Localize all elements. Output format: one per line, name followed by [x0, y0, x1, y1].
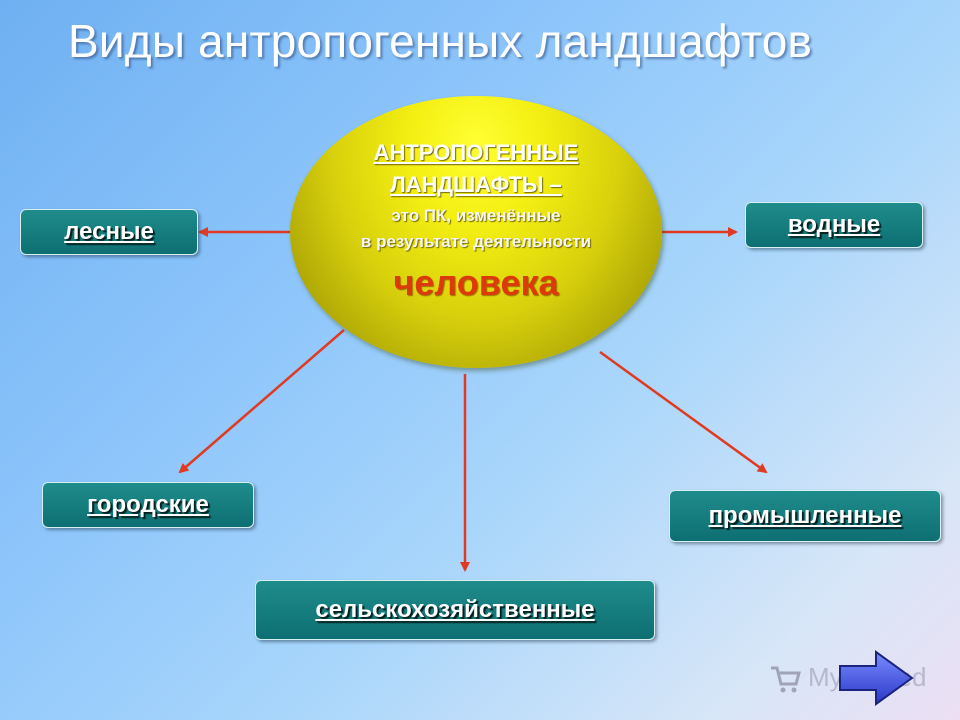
node-forest-label: лесные [64, 218, 154, 245]
concept-heading-line2: ЛАНДШАФТЫ – [390, 172, 562, 197]
node-water-label: водные [787, 211, 881, 238]
concept-definition-line2: в результате деятельности [360, 232, 592, 251]
central-concept-ellipse: АНТРОПОГЕННЫЕ ЛАНДШАФТЫ – это ПК, изменё… [290, 96, 662, 368]
concept-heading-line1: АНТРОПОГЕННЫЕ [373, 140, 579, 165]
next-slide-arrow-icon[interactable] [836, 648, 916, 708]
node-urban[interactable]: городские [42, 482, 254, 528]
concept-definition-line1: это ПК, изменённые [391, 206, 561, 225]
arrow-to-industrial [599, 350, 768, 474]
node-urban-label: городские [87, 491, 209, 518]
arrow-to-urban [178, 329, 345, 474]
node-agricultural-label: сельскохозяйственные [315, 596, 595, 623]
node-industrial-label: промышленные [708, 502, 902, 529]
cart-icon [771, 666, 801, 693]
page-title: Виды антропогенных ландшафтов [68, 15, 813, 67]
node-agricultural[interactable]: сельскохозяйственные [255, 580, 655, 640]
node-water[interactable]: водные [745, 202, 923, 248]
node-forest[interactable]: лесные [20, 209, 198, 255]
watermark: MyShared [768, 650, 928, 706]
node-industrial[interactable]: промышленные [669, 490, 941, 542]
concept-emphasis-word: человека [393, 262, 559, 303]
